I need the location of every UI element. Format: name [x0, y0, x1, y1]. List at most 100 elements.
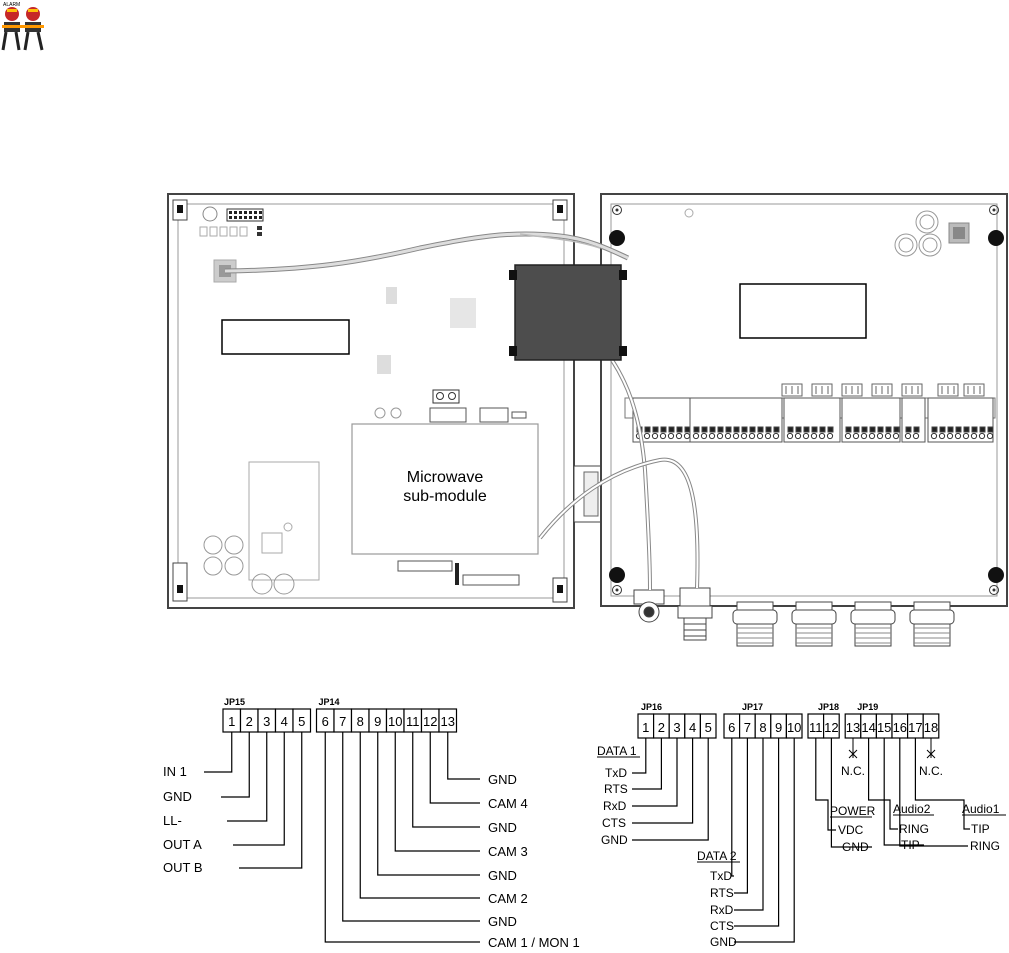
terminal-slot: [827, 426, 834, 433]
pin-number: 16: [893, 720, 907, 735]
pin-number: 13: [846, 720, 860, 735]
pin-number: 6: [322, 714, 329, 729]
pin-wire: [359, 732, 480, 899]
terminal-screw: [724, 432, 732, 440]
terminal-slot: [931, 426, 938, 433]
right-signal-label: CAM 1 / MON 1: [488, 935, 580, 948]
pin-number: 9: [374, 714, 381, 729]
cables: [224, 231, 700, 591]
jp14-header: JP14: [319, 697, 340, 707]
terminal-screw: [786, 432, 794, 440]
terminal-screw: [884, 432, 892, 440]
pin-number: 7: [744, 720, 751, 735]
power-signal: VDC: [838, 823, 864, 837]
terminal-slot: [733, 426, 740, 433]
pin-number: 13: [441, 714, 455, 729]
gland-nut: [913, 601, 951, 611]
pin-wire: [221, 732, 250, 798]
microwave-label-line2: sub-module: [403, 488, 487, 505]
terminal-screw: [978, 432, 986, 440]
terminal-slot: [773, 426, 780, 433]
data1-signal: GND: [601, 833, 628, 847]
terminal-screw: [732, 432, 740, 440]
terminal-slot: [757, 426, 764, 433]
terminal-slot: [913, 426, 920, 433]
terminal-slot: [795, 426, 802, 433]
gland-thread: [854, 623, 892, 647]
right-signal-label: CAM 3: [488, 844, 528, 859]
left-signal-label: IN 1: [163, 764, 187, 779]
pin-number: 8: [759, 720, 766, 735]
terminal-slot: [861, 426, 868, 433]
terminal-slot: [652, 426, 659, 433]
pin-number: 1: [642, 720, 649, 735]
pin-number: 4: [281, 714, 288, 729]
gland-nut: [854, 601, 892, 611]
terminal-screw: [876, 432, 884, 440]
pin-wire: [632, 738, 694, 824]
microwave-submodule-label: Microwave sub-module: [352, 468, 538, 506]
pin-number: 8: [357, 714, 364, 729]
pin-number: 10: [787, 720, 801, 735]
terminal-screw: [892, 432, 900, 440]
right-signal-label: GND: [488, 772, 517, 787]
terminal-screw: [860, 432, 868, 440]
audio2-signal: RING: [899, 822, 929, 836]
pin-wire: [324, 732, 480, 943]
terminal-screw: [904, 432, 912, 440]
right-enclosure: [600, 193, 1008, 647]
terminal-slot: [955, 426, 962, 433]
pin-wire: [883, 738, 924, 846]
terminal-screw: [651, 432, 659, 440]
gland-body: [850, 609, 896, 625]
pin-wire: [204, 732, 233, 773]
terminal-screw: [716, 432, 724, 440]
terminal-slot: [971, 426, 978, 433]
nc-cross: [848, 749, 858, 759]
terminal-slot: [684, 426, 691, 433]
power-title: POWER: [830, 804, 876, 818]
pin-number: 5: [705, 720, 712, 735]
audio1-signal: RING: [970, 839, 1000, 853]
jp18-header: JP18: [818, 702, 839, 712]
pin-wire: [429, 732, 480, 804]
pin-wire: [632, 738, 678, 807]
right-signal-label: CAM 2: [488, 891, 528, 906]
jp16-header: JP16: [641, 702, 662, 712]
interface-module: [509, 264, 627, 361]
pin-wire: [342, 732, 480, 922]
pin-wire: [632, 738, 663, 790]
data1-title: DATA 1: [597, 744, 637, 758]
data1-signal: RxD: [603, 799, 627, 813]
pin-wire: [734, 738, 749, 894]
terminal-screw: [938, 432, 946, 440]
pin-wire: [734, 738, 764, 911]
jp19-header: JP19: [857, 702, 878, 712]
terminal-screw: [740, 432, 748, 440]
gland-nut: [795, 601, 833, 611]
data1-signal: CTS: [602, 816, 626, 830]
pin-number: 6: [728, 720, 735, 735]
gland-nut: [736, 601, 774, 611]
right-signal-label: GND: [488, 914, 517, 929]
terminal-slot: [845, 426, 852, 433]
gland-thread: [736, 623, 774, 647]
nc-label: N.C.: [919, 764, 943, 778]
pin-wire: [412, 732, 480, 828]
gland-thread: [795, 623, 833, 647]
terminal-screw: [868, 432, 876, 440]
nc-label: N.C.: [841, 764, 865, 778]
pin-wire: [867, 738, 898, 830]
pin-number: 14: [861, 720, 875, 735]
gland-thread: [913, 623, 951, 647]
terminal-screw: [659, 432, 667, 440]
pin-wire: [914, 738, 970, 830]
data2-title: DATA 2: [697, 849, 737, 863]
terminal-slot: [644, 426, 651, 433]
terminal-screw: [794, 432, 802, 440]
terminal-slot: [765, 426, 772, 433]
pin-number: 3: [673, 720, 680, 735]
terminal-slot: [979, 426, 986, 433]
